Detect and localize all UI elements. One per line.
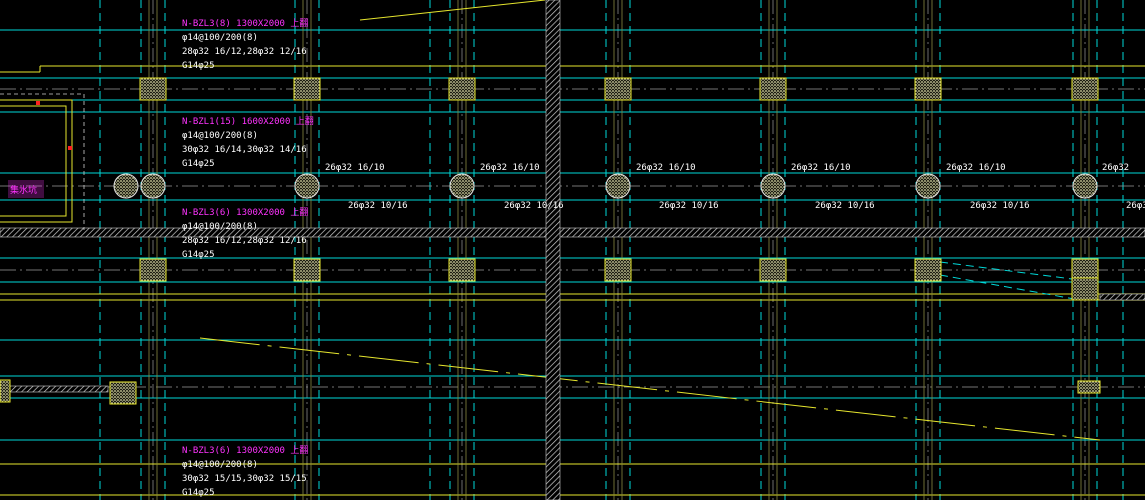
rebar-bottom-label: 26φ32 10/16: [348, 201, 408, 211]
beam-label-stirrup: φ14@100/200(8): [182, 131, 258, 141]
rebar-bottom-label: 26φ32 10/16: [504, 201, 564, 211]
rebar-bottom-label: 26φ32: [1126, 201, 1145, 211]
sump-pit-label: 集水坑: [10, 184, 37, 196]
column-section: [448, 258, 476, 282]
rebar-top-label: 26φ32 16/10: [636, 163, 696, 173]
sump-pit-hidden-edge: [0, 93, 85, 230]
pile-circles: [113, 173, 1098, 199]
column-section: [0, 379, 11, 403]
beam-label-2[interactable]: N-BZL1(15) 1600X2000 上翻 φ14@100/200(8) 3…: [182, 116, 314, 169]
beam-label-side: G14φ25: [182, 488, 215, 498]
column-section: [604, 258, 632, 282]
pile-circle: [140, 173, 166, 199]
hatched-wall-vertical: [545, 0, 561, 500]
hatched-wall-segment: [9, 385, 109, 393]
beam-label-side: G14φ25: [182, 61, 215, 71]
beam-label-rebar: 30φ32 16/14,30φ32 14/16: [182, 145, 307, 155]
hatched-wall-segment: [1099, 293, 1145, 301]
beam-label-1[interactable]: N-BZL3(8) 1300X2000 上翻 φ14@100/200(8) 28…: [182, 18, 308, 71]
column-section: [1071, 77, 1099, 101]
column-section: [109, 381, 137, 405]
section-marker: [68, 146, 72, 150]
column-section: [1071, 277, 1099, 301]
beam-label-rebar: 30φ32 15/15,30φ32 15/15: [182, 474, 307, 484]
beam-label-stirrup: φ14@100/200(8): [182, 222, 258, 232]
beam-label-side: G14φ25: [182, 250, 215, 260]
beam-label-rebar: 28φ32 16/12,28φ32 12/16: [182, 47, 307, 57]
column-section: [293, 258, 321, 282]
rebar-top-label: 26φ32 16/10: [946, 163, 1006, 173]
sump-pit-outer-edge: [0, 99, 73, 223]
sump-pit-outline: [0, 93, 85, 230]
beam-label-name: N-BZL3(6) 1300X2000 上翻: [182, 207, 308, 218]
sloped-beam-line: [359, 0, 546, 21]
rebar-top-label: 26φ32 16/10: [791, 163, 851, 173]
rebar-top-label: 26φ32: [1102, 163, 1129, 173]
beam-label-name: N-BZL3(8) 1300X2000 上翻: [182, 18, 308, 29]
pile-circle: [1072, 173, 1098, 199]
beam-label-3[interactable]: N-BZL3(6) 1300X2000 上翻 φ14@100/200(8) 28…: [182, 207, 308, 260]
rebar-top-labels: 26φ32 16/10 26φ32 16/10 26φ32 16/10 26φ3…: [325, 163, 1129, 173]
column-section: [604, 77, 632, 101]
rebar-bottom-label: 26φ32 10/16: [970, 201, 1030, 211]
beam-label-name: N-BZL3(6) 1300X2000 上翻: [182, 445, 308, 456]
rebar-bottom-label: 26φ32 10/16: [659, 201, 719, 211]
section-marker: [36, 101, 40, 105]
rebar-bottom-labels: 26φ32 10/16 26φ32 10/16 26φ32 10/16 26φ3…: [348, 201, 1145, 211]
column-section: [139, 258, 167, 282]
pile-circle: [605, 173, 631, 199]
column-section: [914, 258, 942, 282]
pile-circle: [915, 173, 941, 199]
column-section: [1077, 380, 1101, 394]
rebar-bottom-label: 26φ32 10/16: [815, 201, 875, 211]
pile-circle: [113, 173, 139, 199]
column-section: [759, 77, 787, 101]
beam-label-stirrup: φ14@100/200(8): [182, 33, 258, 43]
column-sections: [0, 77, 1101, 405]
pile-circle: [760, 173, 786, 199]
column-section: [759, 258, 787, 282]
hatched-wall-horizontal: [0, 227, 1145, 238]
column-section: [139, 77, 167, 101]
beam-label-name: N-BZL1(15) 1600X2000 上翻: [182, 116, 314, 127]
column-section: [448, 77, 476, 101]
column-section: [293, 77, 321, 101]
beam-label-rebar: 28φ32 16/12,28φ32 12/16: [182, 236, 307, 246]
beam-label-side: G14φ25: [182, 159, 215, 169]
sloped-beam-line: [199, 337, 1101, 441]
pile-circle: [449, 173, 475, 199]
sump-pit-inner-edge: [0, 105, 67, 217]
beam-label-4[interactable]: N-BZL3(6) 1300X2000 上翻 φ14@100/200(8) 30…: [182, 445, 308, 498]
rebar-top-label: 26φ32 16/10: [325, 163, 385, 173]
sloped-grid-line: [939, 274, 1081, 301]
rebar-top-label: 26φ32 16/10: [480, 163, 540, 173]
sump-pit-highlight: [8, 180, 44, 198]
beam-label-stirrup: φ14@100/200(8): [182, 460, 258, 470]
pile-circle: [294, 173, 320, 199]
sloped-grid-line: [939, 261, 1081, 281]
column-section: [914, 77, 942, 101]
